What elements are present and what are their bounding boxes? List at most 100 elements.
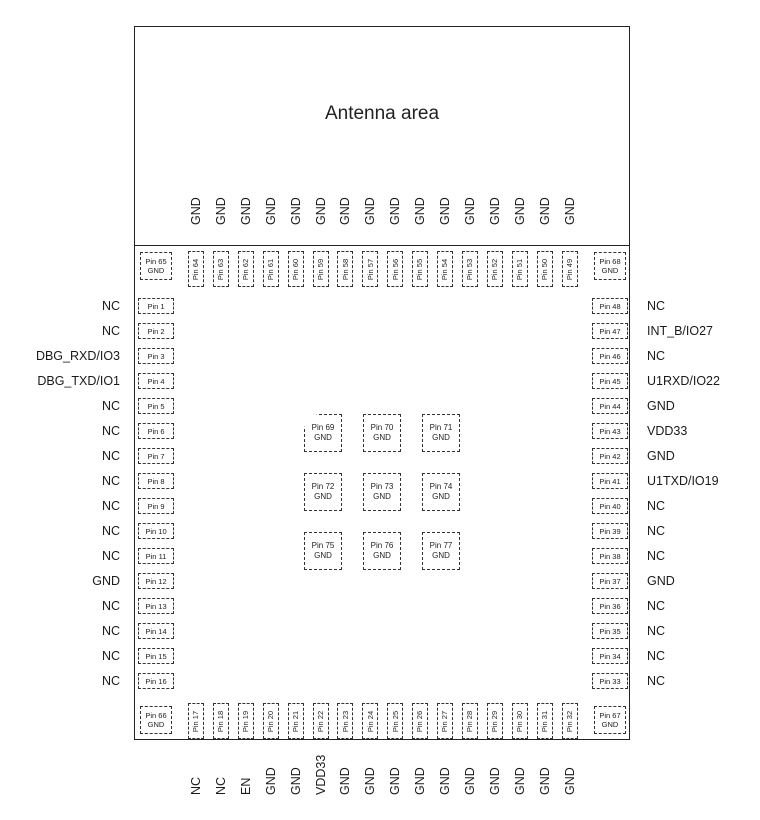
right-pad: Pin 34 (592, 648, 628, 664)
top-pad: Pin 62 (237, 251, 254, 287)
pad-text: Pin 74 (429, 482, 453, 491)
right-pin-label: NC (647, 549, 666, 563)
left-pad: Pin 14 (138, 623, 174, 639)
bottom-pad: Pin 26 (412, 703, 429, 739)
bottom-label: EN (238, 777, 253, 795)
bottom-label: GND (363, 767, 378, 795)
bottom-pad: Pin 19 (237, 703, 254, 739)
right-pad: Pin 39 (592, 523, 628, 539)
bottom-label: NC (189, 776, 203, 795)
pad-text: GND (314, 433, 332, 442)
bottom-label: GND (537, 767, 552, 795)
top-antenna-label: GND (313, 197, 328, 225)
pad-label: Pin 27 (440, 710, 450, 732)
top-pad: Pin 63 (212, 251, 229, 287)
top-antenna-label: GND (288, 197, 303, 225)
top-pad: Pin 51 (511, 251, 528, 287)
top-pad: Pin 59 (312, 251, 329, 287)
pad-label: Pin 26 (415, 710, 425, 732)
bottom-pad: Pin 20 (262, 703, 279, 739)
bottom-pad: Pin 18 (212, 703, 229, 739)
bottom-pad: Pin 22 (312, 703, 329, 739)
pad-label: Pin 30 (515, 710, 525, 732)
right-pin-label: U1TXD/IO19 (647, 474, 719, 488)
pad-text: Pin 76 (370, 541, 394, 550)
right-pad: Pin 46 (592, 348, 628, 364)
bottom-pad: Pin 25 (387, 703, 404, 739)
top-pad: Pin 52 (486, 251, 503, 287)
right-pin-label: NC (647, 624, 666, 638)
pad-label: Pin 62 (241, 258, 251, 280)
pad-label: Pin 51 (515, 258, 525, 280)
pad-label: Pin 50 (540, 258, 550, 280)
top-pad: Pin 49 (561, 251, 578, 287)
top-pad: Pin 57 (362, 251, 379, 287)
top-pad: Pin 53 (461, 251, 478, 287)
bottom-pad: Pin 29 (486, 703, 503, 739)
right-pin-label: U1RXD/IO22 (647, 374, 720, 388)
pad-label: Pin 18 (216, 710, 226, 732)
pad-label: Pin 57 (365, 258, 375, 280)
left-pad: Pin 6 (138, 423, 174, 439)
pad-text: Pin 72 (311, 482, 335, 491)
pad-text: GND (601, 720, 619, 729)
right-pad: Pin 42 (592, 448, 628, 464)
bottom-pad: Pin 28 (461, 703, 478, 739)
top-antenna-label: GND (562, 197, 577, 225)
bottom-pad: Pin 21 (287, 703, 304, 739)
bottom-pad: Pin 32 (561, 703, 578, 739)
bottom-pad: Pin 31 (536, 703, 553, 739)
top-antenna-label: GND (338, 197, 353, 225)
pad-label: Pin 20 (266, 710, 276, 732)
pad-text: GND (601, 266, 619, 275)
pad-label: Pin 55 (415, 258, 425, 280)
left-pin-label: NC (101, 649, 120, 663)
left-pin-label: NC (101, 599, 120, 613)
left-pad: Pin 3 (138, 348, 174, 364)
top-antenna-label: GND (213, 197, 228, 225)
left-pad: Pin 2 (138, 323, 174, 339)
right-pin-label: GND (647, 449, 675, 463)
pad-text: GND (432, 433, 450, 442)
pad-label: Pin 60 (291, 258, 301, 280)
pad-text: Pin 67 (599, 711, 621, 720)
left-pin-label: NC (101, 324, 120, 338)
right-pad: Pin 36 (592, 598, 628, 614)
pad-label: Pin 54 (440, 258, 450, 280)
pad-label: Pin 59 (316, 258, 325, 280)
right-pin-label: NC (647, 649, 666, 663)
pad-label: Pin 25 (390, 710, 400, 732)
left-pin-label: NC (101, 449, 120, 463)
bottom-label: GND (263, 767, 278, 795)
pad-text: GND (373, 433, 391, 442)
top-antenna-label: GND (413, 197, 428, 225)
right-pad: Pin 43 (592, 423, 628, 439)
top-pad: Pin 60 (287, 251, 304, 287)
bottom-label: NC (213, 776, 228, 795)
pad-label: Pin 52 (490, 258, 500, 280)
left-pad: Pin 4 (138, 373, 174, 389)
top-antenna-label: GND (512, 197, 527, 225)
bottom-label: VDD33 (313, 754, 328, 795)
pad-text: GND (373, 551, 391, 560)
pad-label: Pin 58 (340, 258, 350, 280)
bottom-label: GND (562, 767, 577, 795)
bottom-pad: Pin 27 (437, 703, 453, 739)
pad-text: Pin 69 (311, 423, 335, 432)
left-pin-label: NC (101, 499, 120, 513)
pad-text: GND (147, 266, 165, 275)
top-antenna-label: GND (263, 197, 278, 225)
left-pad: Pin 10 (138, 523, 174, 539)
top-pad: Pin 56 (387, 251, 404, 287)
left-pad: Pin 12 (138, 573, 174, 589)
pad-label: Pin 21 (291, 710, 301, 732)
top-antenna-label: GND (487, 197, 502, 225)
left-pad: Pin 13 (138, 598, 174, 614)
pad-text: GND (314, 551, 332, 560)
left-pin-label: NC (101, 424, 120, 438)
